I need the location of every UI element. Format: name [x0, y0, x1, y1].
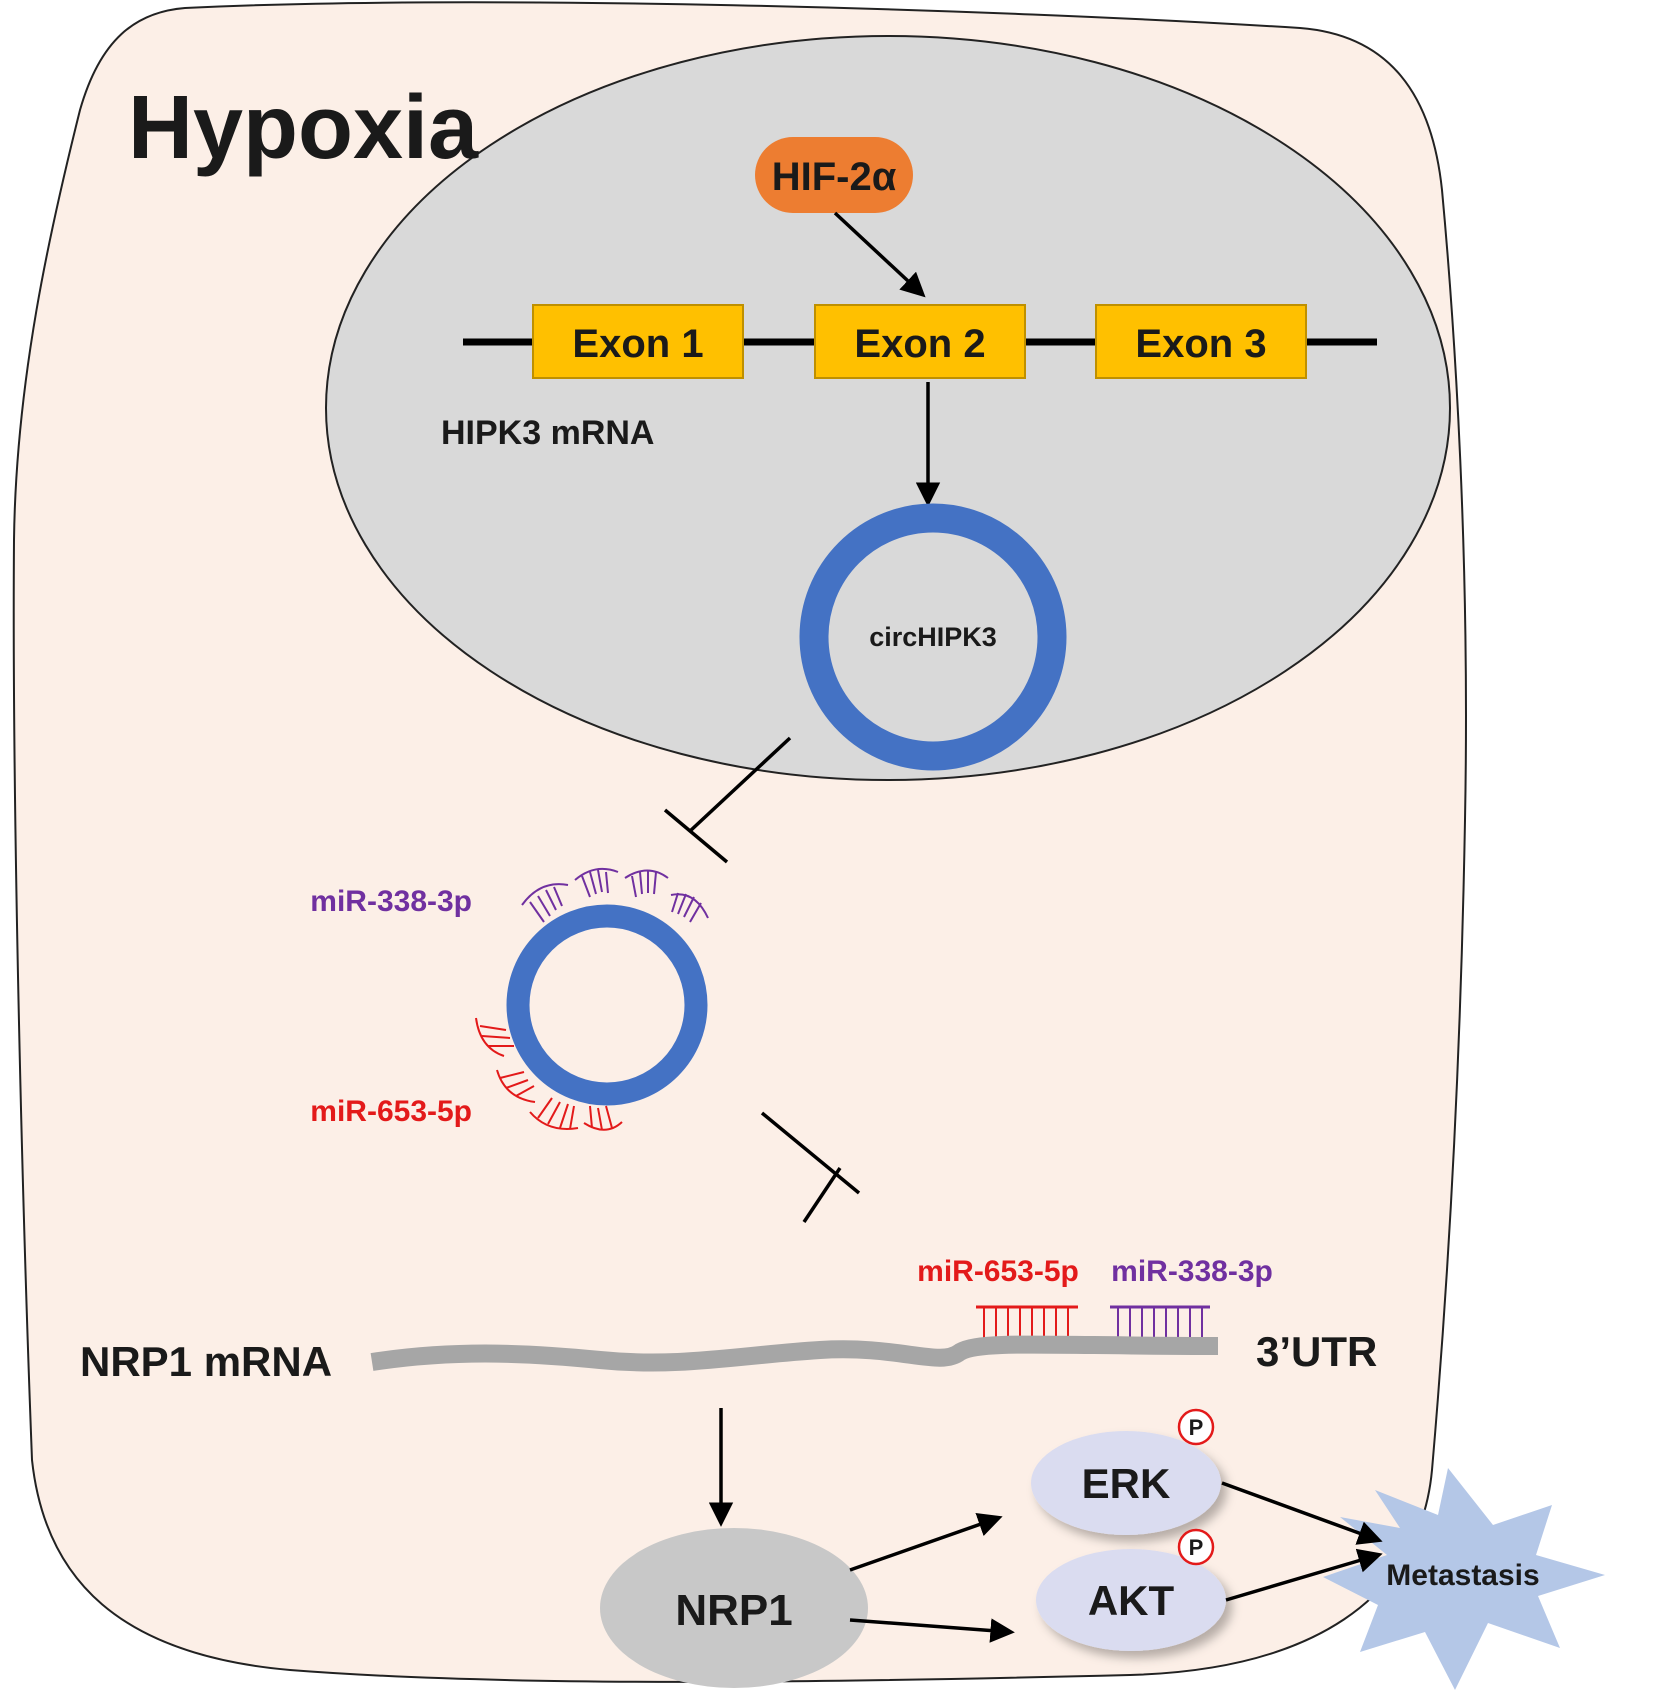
- nrp1-label: NRP1: [675, 1586, 792, 1635]
- akt-to-metastasis-arrow: [1225, 1548, 1383, 1602]
- inhibit-bar-1: [663, 808, 729, 864]
- utr-mir653-label: miR-653-5p: [917, 1255, 1079, 1288]
- erk-label: ERK: [1082, 1460, 1171, 1507]
- exon-2-label: Exon 2: [854, 322, 985, 366]
- erk-to-metastasis-arrow: [1221, 1481, 1383, 1545]
- hif2a-node: [755, 137, 913, 213]
- utr-mir338-label: miR-338-3p: [1111, 1255, 1273, 1288]
- metastasis-burst: [1323, 1468, 1605, 1690]
- erk-phospho-label: P: [1189, 1415, 1204, 1440]
- nrp1-to-erk-arrow: [849, 1512, 1003, 1572]
- mir653-label: miR-653-5p: [310, 1095, 472, 1128]
- utr-mir653-strand: [976, 1305, 1078, 1340]
- circhipk3-label: circHIPK3: [869, 622, 997, 652]
- sponge-circ-ring: [506, 904, 708, 1106]
- exon-3-box: [1095, 304, 1307, 379]
- nrp1-protein: [600, 1528, 868, 1688]
- akt-phospho-badge: [1177, 1528, 1215, 1566]
- hipk3-mrna-label: HIPK3 mRNA: [441, 414, 654, 452]
- akt-phospho-label: P: [1189, 1535, 1204, 1560]
- metastasis-label: Metastasis: [1386, 1559, 1539, 1592]
- nrp1-mrna-strand: [370, 1335, 1219, 1372]
- mir338-label: miR-338-3p: [310, 885, 472, 918]
- utr-mir338-strand: [1110, 1305, 1210, 1340]
- circhipk3-ring: [799, 503, 1067, 771]
- inhibit-bar-2: [802, 1167, 842, 1223]
- diagram-title: Hypoxia: [128, 78, 479, 178]
- nrp1-mrna-label: NRP1 mRNA: [80, 1338, 332, 1385]
- sponge-complex: [475, 867, 709, 1131]
- nrp1-to-akt-arrow: [849, 1618, 1015, 1643]
- hif-to-exon2-arrow: [833, 211, 926, 298]
- inhibit-line-2: [760, 1111, 861, 1195]
- exon-3-label: Exon 3: [1135, 322, 1266, 366]
- exon-1-label: Exon 1: [572, 322, 703, 366]
- nucleus: [325, 35, 1451, 781]
- erk-phospho-badge: [1177, 1408, 1215, 1446]
- mir338-bound-strands: [521, 867, 709, 923]
- exon-2-box: [814, 304, 1026, 379]
- mir653-bound-strands: [475, 1017, 623, 1131]
- hif2a-label: HIF-2α: [772, 155, 897, 199]
- akt-label: AKT: [1088, 1577, 1175, 1624]
- akt-node: [1036, 1549, 1226, 1651]
- utr-label: 3’UTR: [1256, 1328, 1377, 1375]
- inhibit-line-1: [687, 736, 792, 834]
- exon-1-box: [532, 304, 744, 379]
- erk-node: [1031, 1431, 1221, 1535]
